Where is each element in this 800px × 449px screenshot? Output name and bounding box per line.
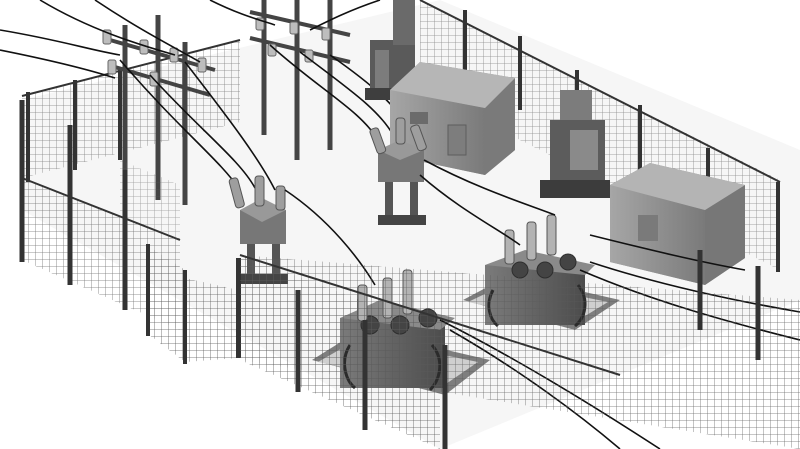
- fence-gate: [146, 244, 241, 364]
- fence-front: [239, 254, 800, 449]
- switchgear-cabinet-right: [610, 163, 745, 285]
- circuit-breaker-center: [369, 117, 427, 225]
- fence-front-left: [21, 160, 181, 330]
- fence-posts-front: [19, 100, 761, 449]
- voltage-regulator-right: [540, 90, 610, 198]
